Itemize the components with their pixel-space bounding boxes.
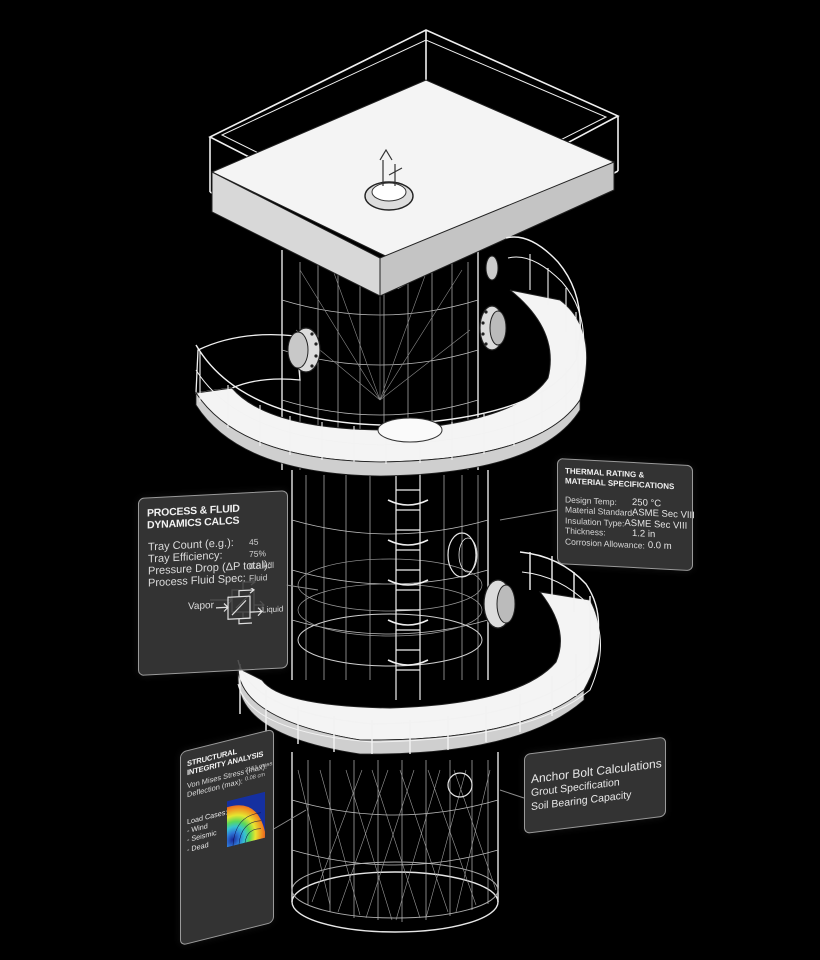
structural-integrity-panel: Structural Integrity Analysis Von Mises … (180, 728, 274, 946)
row-value: 45 (249, 536, 259, 548)
row-value: Fluid (249, 572, 268, 584)
separator-icon (216, 586, 263, 625)
load-cases: Load Cases: - Wind - Seismic - Dead (187, 807, 227, 854)
stress-contour-plot (227, 791, 265, 848)
row-value: 0.0 m (647, 539, 672, 552)
row-value: 0.8 kdl (249, 559, 275, 572)
upper-platform (195, 236, 588, 477)
ladder (387, 470, 429, 700)
leader-lines (271, 509, 558, 831)
column-top-head (208, 29, 620, 297)
upper-nozzles (287, 255, 507, 373)
row-value: 75% (249, 548, 267, 560)
vapor-label: Vapor (188, 600, 214, 613)
vapor-liquid-diagram: Vapor Liquid (148, 586, 283, 634)
thermal-rating-panel: Thermal Rating & Material Specifications… (557, 458, 695, 572)
lower-platform (237, 532, 601, 755)
process-fluid-dynamics-panel: Process & Fluid Dynamics Calcs Tray Coun… (138, 490, 288, 676)
